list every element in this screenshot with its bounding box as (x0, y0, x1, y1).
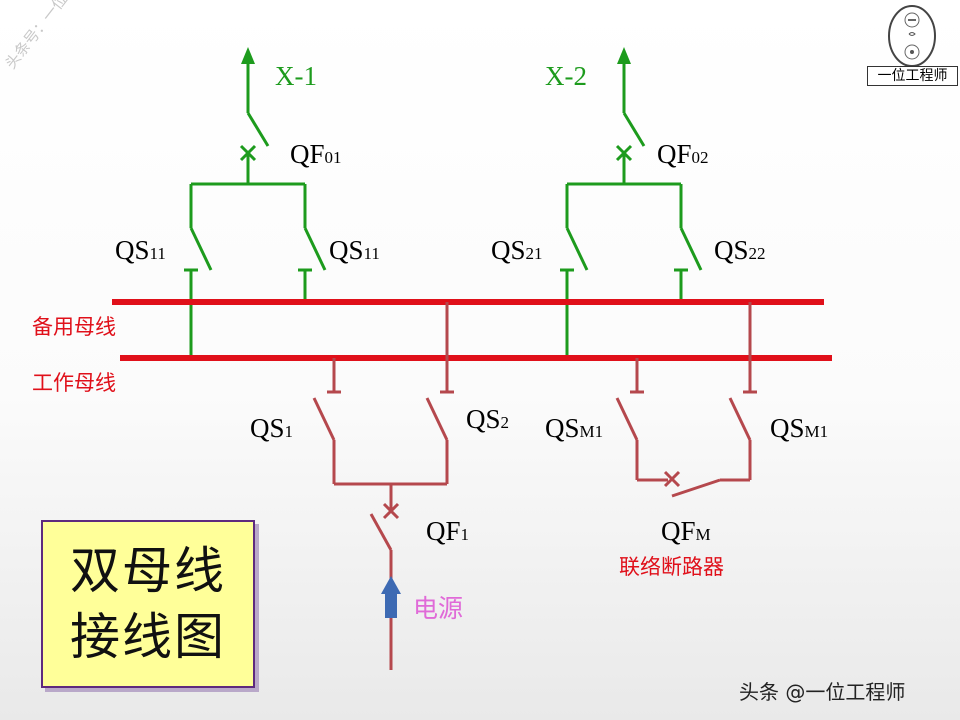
qf02-blade (622, 112, 646, 147)
working-bus-label: 工作母线 (32, 371, 116, 395)
feeder-x2-label: X-2 (545, 61, 587, 91)
qs21-blade (565, 227, 589, 271)
qs2-blade (425, 397, 449, 441)
qs2-label: QS2 (466, 404, 509, 434)
author-credit: 头条 @一位工程师 (739, 680, 906, 704)
qsm1-left-blade (615, 397, 639, 441)
title-line-1: 双母线 (70, 542, 226, 600)
qs22-blade (679, 227, 703, 271)
feeder-x1-label: X-1 (275, 61, 317, 91)
qs11-right-label: QS11 (329, 235, 380, 265)
qsm1-right-label: QSM1 (770, 413, 828, 443)
qs1-label: QS1 (250, 413, 293, 443)
qs11-right-blade (303, 227, 327, 271)
brand-logo-icon (888, 5, 936, 67)
qsm1-right-blade (728, 397, 752, 441)
qfm-cross-b (663, 470, 681, 488)
feeder-x1-arrow (241, 47, 255, 64)
feeder-x1 (184, 47, 327, 358)
feeder-x2-arrow (617, 47, 631, 64)
qs11-left-label: QS11 (115, 235, 166, 265)
qf1-label: QF1 (426, 516, 469, 546)
tie-breaker-label: 联络断路器 (619, 555, 724, 579)
brand-logo-caption: 一位工程师 (867, 66, 958, 86)
qf01-blade (246, 112, 270, 147)
bus-tie-circuit (615, 302, 757, 498)
qs11-left-blade (189, 227, 213, 271)
qfm-label: QFM (661, 516, 711, 546)
qs21-label: QS21 (491, 235, 543, 265)
qf1-cross-b (382, 502, 400, 520)
title-line-2: 接线图 (70, 608, 226, 666)
reserve-bus-label: 备用母线 (32, 315, 116, 339)
qsm1-left-label: QSM1 (545, 413, 603, 443)
source-label: 电源 (413, 594, 463, 623)
feeder-x2 (560, 47, 703, 358)
qfm-blade (671, 478, 721, 498)
qs1-blade (312, 397, 336, 441)
diagram-title-box: 双母线 接线图 (41, 520, 255, 688)
source-arrow-icon (381, 576, 401, 618)
qf1-blade (369, 513, 393, 551)
qf02-label: QF02 (657, 139, 709, 169)
qs22-label: QS22 (714, 235, 766, 265)
qf01-label: QF01 (290, 139, 342, 169)
